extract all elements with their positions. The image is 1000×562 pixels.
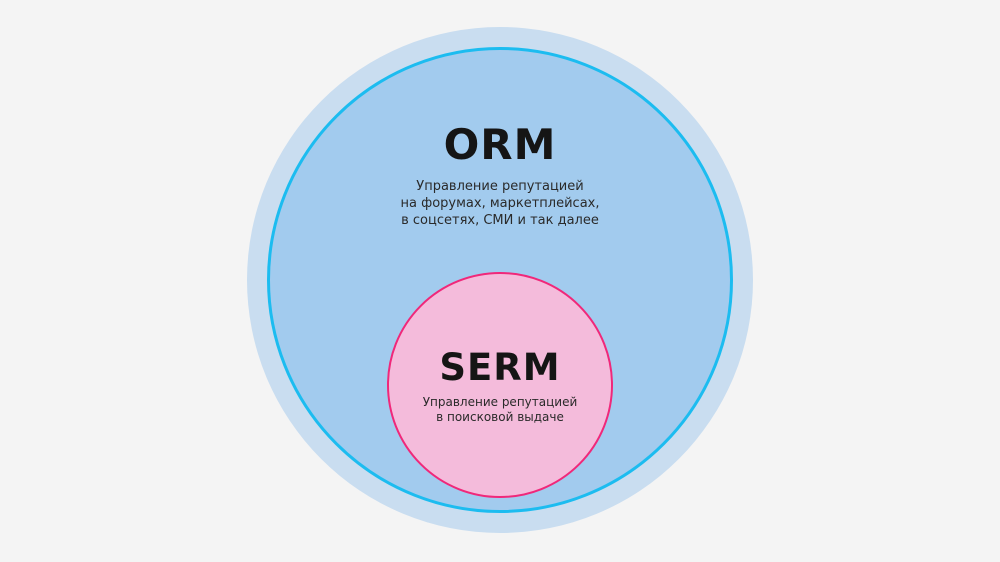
orm-line: Управление репутацией bbox=[416, 179, 584, 194]
orm-line: на форумах, маркетплейсах, bbox=[400, 196, 600, 211]
serm-description: Управление репутацией в поисковой выдаче bbox=[0, 395, 1000, 425]
orm-line: в соцсетях, СМИ и так далее bbox=[401, 213, 599, 228]
orm-description: Управление репутацией на форумах, маркет… bbox=[0, 178, 1000, 229]
serm-line: в поисковой выдаче bbox=[436, 410, 564, 424]
serm-line: Управление репутацией bbox=[422, 395, 578, 409]
serm-circle bbox=[387, 272, 613, 498]
orm-title: ORM bbox=[443, 120, 557, 169]
serm-title: SERM bbox=[439, 346, 561, 389]
